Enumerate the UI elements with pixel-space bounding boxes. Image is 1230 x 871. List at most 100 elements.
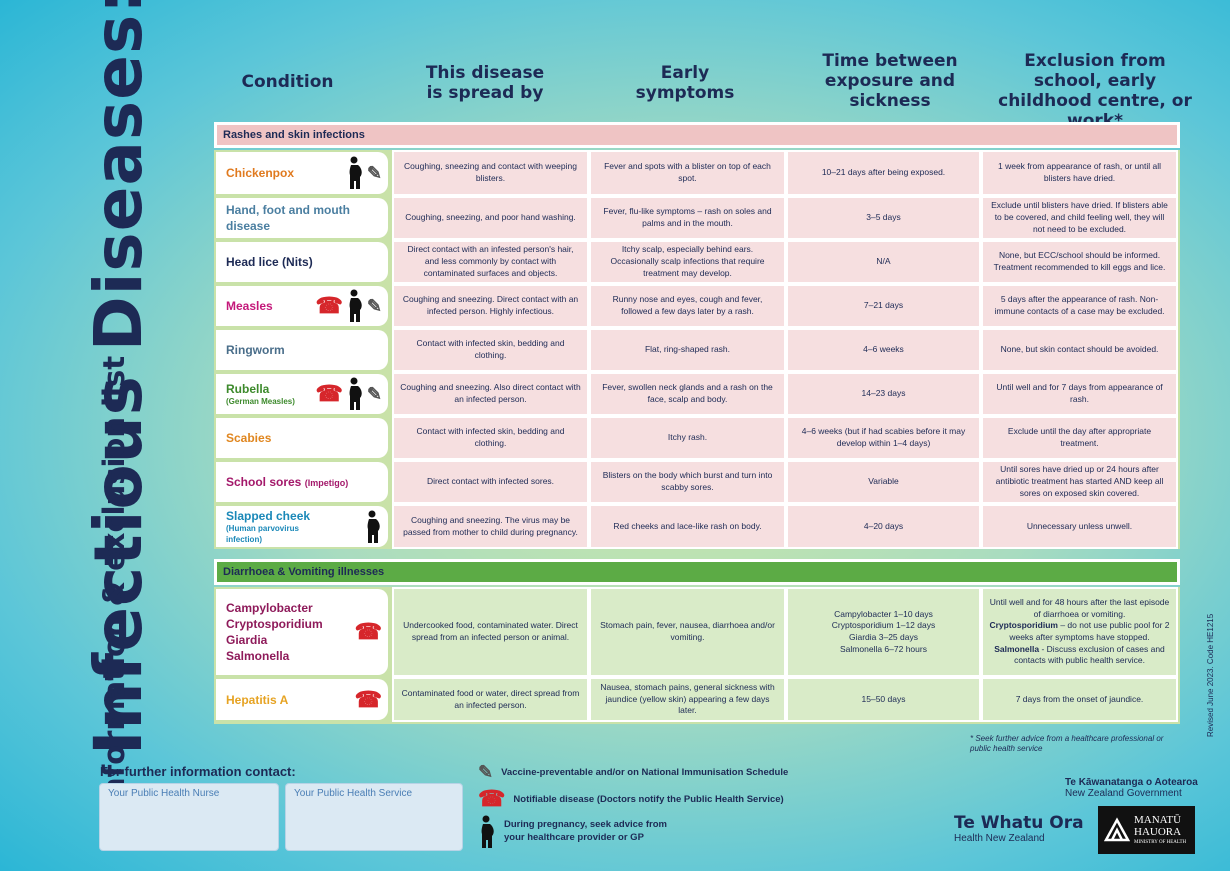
pregnancy-icon [367, 510, 380, 543]
time-cell: 4–6 weeks (but if had scabies before it … [786, 416, 981, 460]
header-spread: This disease is spread by [425, 63, 545, 104]
te-whatu-ora-logo: Te Whatu Ora Health New Zealand [954, 813, 1084, 844]
table-row: Ringworm Contact with infected skin, bedd… [214, 328, 1180, 372]
legend-vaccine: ✎ Vaccine-preventable and/or on National… [478, 763, 788, 781]
nurse-field[interactable]: Your Public Health Nurse [99, 783, 279, 851]
mh-line-1: MANATŪ [1134, 814, 1182, 827]
condition-cell: Slapped cheek(Human parvovirus infection… [216, 506, 388, 547]
pregnancy-icon [349, 289, 362, 322]
mh-line-3: MINISTRY OF HEALTH [1134, 840, 1187, 846]
table-row: Head lice (Nits) Direct contact with an i… [214, 240, 1180, 284]
pregnancy-icon [349, 156, 362, 189]
condition-name: Ringworm [226, 342, 285, 357]
legend-vaccine-text: Vaccine-preventable and/or on National I… [501, 766, 789, 778]
exclusion-cell: Unnecessary unless unwell. [981, 504, 1178, 549]
condition-subname: (German Measles) [226, 396, 295, 406]
title-sub: information & exclusion list [97, 355, 131, 808]
phone-icon: ☎ [354, 619, 382, 644]
spread-cell: Contact with infected skin, bedding and … [392, 328, 589, 372]
spread-cell: Undercooked food, contaminated water. Di… [392, 587, 589, 677]
condition-cell: Measles☎✎ [216, 286, 388, 326]
table-row: Hepatitis A☎Contaminated food or water, … [214, 677, 1180, 722]
vaccine-icon: ✎ [366, 384, 382, 404]
exclusion-cell: 1 week from appearance of rash, or until… [981, 150, 1178, 196]
mh-line-2: HAUORA [1134, 826, 1182, 839]
symptoms-cell: Fever, swollen neck glands and a rash on… [589, 372, 786, 416]
spread-cell: Direct contact with infected sores. [392, 460, 589, 504]
condition-name: Salmonella [226, 649, 290, 664]
exclusion-cell: 7 days from the onset of jaundice. [981, 677, 1178, 722]
condition-name: Chickenpox [226, 165, 295, 180]
exclusion-text: - Discuss exclusion of cases and contact… [1014, 643, 1165, 666]
nz-gov-name: Te Kāwanatanga o Aotearoa [1065, 777, 1198, 788]
exclusion-bold: Salmonella [994, 643, 1040, 654]
symptoms-cell: Itchy rash. [589, 416, 786, 460]
condition-name: Giardia [226, 633, 268, 647]
symptoms-cell: Flat, ring-shaped rash. [589, 328, 786, 372]
manatu-hauora-logo: MANATŪ HAUORA MINISTRY OF HEALTH [1098, 806, 1195, 854]
time-cell: 7–21 days [786, 284, 981, 328]
condition-cell: School sores (Impetigo) [216, 462, 388, 502]
te-whatu-ora-sub: Health New Zealand [954, 833, 1045, 844]
time-line: Salmonella 6–72 hours [840, 643, 927, 654]
condition-name: Scabies [226, 430, 272, 445]
time-line: Cryptosporidium 1–12 days [831, 620, 936, 631]
footnote: * Seek further advice from a healthcare … [970, 734, 1164, 754]
condition-name: Head lice (Nits) [226, 254, 313, 269]
condition-cell: Scabies [216, 418, 388, 458]
spread-cell: Coughing, sneezing and contact with weep… [392, 150, 589, 196]
exclusion-cell: Until well and for 7 days from appearanc… [981, 372, 1178, 416]
rash-table: Chickenpox ✎ Coughing, sneezing and contac… [214, 150, 1180, 549]
legend-notifiable: ☎ Notifiable disease (Doctors notify the… [478, 788, 784, 810]
condition-name: School sores [226, 474, 302, 489]
time-cell: 4–20 days [786, 504, 981, 549]
nz-gov-sub: New Zealand Government [1065, 788, 1182, 799]
symptoms-cell: Runny nose and eyes, cough and fever, fo… [589, 284, 786, 328]
spread-cell: Coughing and sneezing. Also direct conta… [392, 372, 589, 416]
phone-icon: ☎ [315, 293, 343, 318]
section-diarrhoea: Diarrhoea & Vomiting illnesses [214, 559, 1180, 585]
revision-code: Revised June 2023. Code HE1215 [1206, 613, 1215, 737]
exclusion-cell: Exclude until the day after appropriate … [981, 416, 1178, 460]
exclusion-bold: Cryptosporidium [989, 620, 1058, 631]
time-cell: 10–21 days after being exposed. [786, 150, 981, 196]
time-cell: 15–50 days [786, 677, 981, 722]
symptoms-cell: Fever and spots with a blister on top of… [589, 150, 786, 196]
exclusion-cell: Until well and for 48 hours after the la… [981, 587, 1178, 677]
spread-cell: Coughing, sneezing, and poor hand washin… [392, 196, 589, 240]
service-field[interactable]: Your Public Health Service [285, 783, 463, 851]
exclusion-text: – do not use public pool for 2 weeks aft… [1009, 620, 1170, 642]
symptoms-cell: Nausea, stomach pains, general sickness … [589, 677, 786, 722]
condition-cell: Hepatitis A☎ [216, 679, 388, 720]
condition-name: Measles [226, 298, 273, 313]
spread-cell: Coughing and sneezing. Direct contact wi… [392, 284, 589, 328]
legend-pregnancy: During pregnancy, seek advice from your … [478, 815, 667, 849]
exclusion-cell: None, but skin contact should be avoided… [981, 328, 1178, 372]
table-row: Slapped cheek(Human parvovirus infection… [214, 504, 1180, 549]
spread-cell: Coughing and sneezing. The virus may be … [392, 504, 589, 549]
symptoms-cell: Stomach pain, fever, nausea, diarrhoea a… [589, 587, 786, 677]
nz-government-logo: Te Kāwanatanga o Aotearoa New Zealand Go… [1065, 777, 1198, 799]
koru-icon [1104, 817, 1130, 842]
header-time: Time between exposure and sickness [822, 51, 958, 112]
condition-cell: Ringworm [216, 330, 388, 370]
time-line: Campylobacter 1–10 days [834, 608, 933, 619]
header-symptoms: Early symptoms [635, 63, 735, 104]
time-cell: Variable [786, 460, 981, 504]
symptoms-cell: Red cheeks and lace-like rash on body. [589, 504, 786, 549]
spread-cell: Contact with infected skin, bedding and … [392, 416, 589, 460]
phone-icon: ☎ [478, 786, 506, 811]
time-line: Giardia 3–25 days [848, 632, 918, 642]
condition-subname: (Human parvovirus infection) [226, 523, 299, 544]
te-whatu-ora-name: Te Whatu Ora [954, 813, 1084, 833]
exclusion-cell: None, but ECC/school should be informed.… [981, 240, 1178, 284]
condition-cell: Head lice (Nits) [216, 242, 388, 282]
exclusion-cell: Until sores have dried up or 24 hours af… [981, 460, 1178, 504]
phone-icon: ☎ [315, 381, 343, 406]
symptoms-cell: Fever, flu-like symptoms – rash on soles… [589, 196, 786, 240]
spread-cell: Direct contact with an infested person's… [392, 240, 589, 284]
contact-title: For further information contact: [100, 764, 296, 779]
